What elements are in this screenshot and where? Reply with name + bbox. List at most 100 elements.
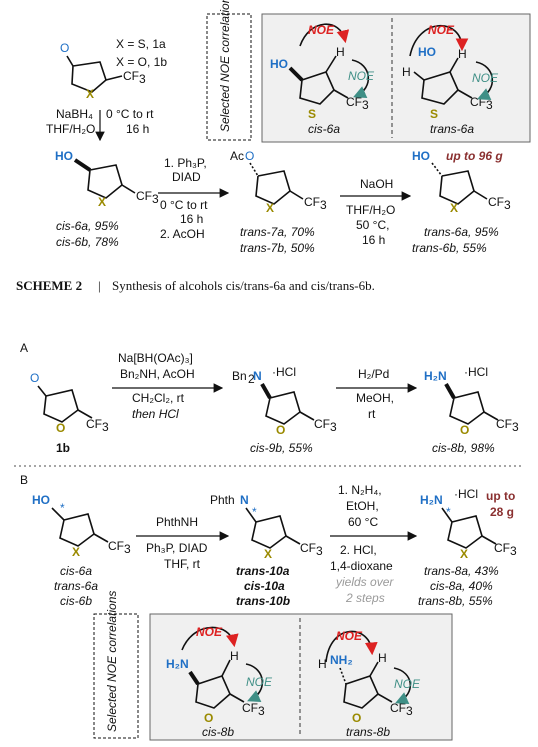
x-equals-s-label: X = S, 1a [116,37,166,51]
noe-cis-6a-label: cis-6a [308,122,340,136]
svg-text:NOE: NOE [472,71,499,85]
svg-text:NOE: NOE [308,23,335,37]
svg-text:X: X [460,547,468,561]
svg-text:NH₂: NH₂ [330,653,353,667]
part-a-reagent-1: Na[BH(OAc)₃] [118,351,193,365]
svg-text:CF: CF [346,95,362,109]
svg-text:X: X [266,201,274,215]
scheme-caption-separator: | [98,278,101,293]
part-a-step2-l2: MeOH, [356,391,394,405]
trans7b-yield: trans-7b, 50% [240,241,315,255]
svg-text:HO: HO [418,45,436,59]
svg-text:X: X [72,545,80,559]
svg-text:X: X [450,201,458,215]
svg-text:CF: CF [300,541,316,555]
part-a-step2-l1: H₂/Pd [358,367,389,381]
cis-9b-label: cis-9b, 55% [250,441,313,455]
svg-text:3: 3 [316,544,323,558]
trans6b-yield: trans-6b, 55% [412,241,487,255]
noe-trans-8b-label: trans-8b [346,725,390,739]
scheme-caption-prefix: SCHEME 2 [16,278,82,293]
svg-text:2: 2 [248,372,255,386]
svg-text:HO: HO [412,149,430,163]
trans7a-yield: trans-7a, 70% [240,225,315,239]
svg-text:HO: HO [55,149,73,163]
svg-text:NOE: NOE [348,69,375,83]
svg-text:CF: CF [123,69,139,83]
svg-text:Ac: Ac [230,149,244,163]
part-b-sm-label-1: cis-6a [60,564,92,578]
svg-text:H₂N: H₂N [420,493,443,507]
svg-text:O: O [460,423,469,437]
svg-text:Bn: Bn [232,369,247,383]
svg-text:·HCl: ·HCl [272,365,296,379]
noe-side-label: Selected NOE correlations [218,0,232,132]
step2-l2: DIAD [172,170,201,184]
svg-text:3: 3 [504,198,511,212]
step3-l4: 16 h [362,233,385,247]
part-b-step2-l7: 2 steps [345,591,385,605]
step1-reagent: NaBH₄ [56,107,93,121]
svg-text:NOE: NOE [246,675,273,689]
svg-text:3: 3 [320,198,327,212]
noe2-side-label: Selected NOE correlations [105,591,119,732]
scheme-caption-text: Synthesis of alcohols cis/trans-6a and c… [112,278,375,293]
part-b-reagent-1: PhthNH [156,515,198,529]
step3-l3: 50 °C, [356,218,389,232]
up-to-28g-line1: up to [486,489,515,503]
x-equals-o-label: X = O, 1b [116,55,167,69]
svg-text:3: 3 [152,192,159,206]
svg-text:O: O [245,149,254,163]
noe2-side-label-box [93,613,139,739]
svg-text:H₂N: H₂N [166,657,189,671]
svg-text:X: X [264,547,272,561]
part-b-reagent-2: Ph₃P, DIAD [146,541,208,555]
svg-text:CF: CF [108,539,124,553]
cis-8b-yield-label: cis-8b, 98% [432,441,495,455]
svg-text:N: N [240,493,249,507]
svg-text:H: H [378,651,387,665]
part-b-step2-l1: 1. N₂H₄, [338,483,382,497]
part-b-reagent-3: THF, rt [164,557,201,571]
svg-text:O: O [352,711,361,725]
part-b-prod-label-1: trans-8a, 43% [424,564,499,578]
svg-text:3: 3 [102,420,109,434]
part-a-reagent-2: Bn₂NH, AcOH [120,367,195,381]
part-b-int-label-3: trans-10b [236,594,290,608]
part-b-prod-label-3: trans-8b, 55% [418,594,493,608]
svg-text:CF: CF [86,417,102,431]
svg-text:3: 3 [486,98,493,112]
step2-l3: 0 °C to rt [160,198,208,212]
svg-text:CF: CF [314,417,330,431]
svg-text:O: O [60,41,69,55]
part-b-int-label-1: trans-10a [236,564,290,578]
svg-text:3: 3 [512,420,519,434]
noe-side-label-box [206,13,252,141]
part-a-label: A [20,341,28,355]
svg-text:3: 3 [258,704,265,718]
svg-text:Phth: Phth [210,493,235,507]
svg-text:CF: CF [496,417,512,431]
part-a-reagent-4: then HCl [132,407,179,421]
svg-text:H: H [230,649,239,663]
svg-text:·HCl: ·HCl [454,487,478,501]
svg-text:3: 3 [139,72,146,86]
step2-l5: 2. AcOH [160,227,205,241]
part-b-prod-label-2: cis-8a, 40% [430,579,493,593]
svg-text:3: 3 [124,542,131,556]
step3-l2: THF/H₂O [346,203,395,217]
svg-text:H: H [402,65,411,79]
svg-text:3: 3 [406,704,413,718]
compound-1b-label: 1b [56,441,70,455]
part-b-sm-label-3: cis-6b [60,594,92,608]
svg-text:*: * [446,505,451,519]
